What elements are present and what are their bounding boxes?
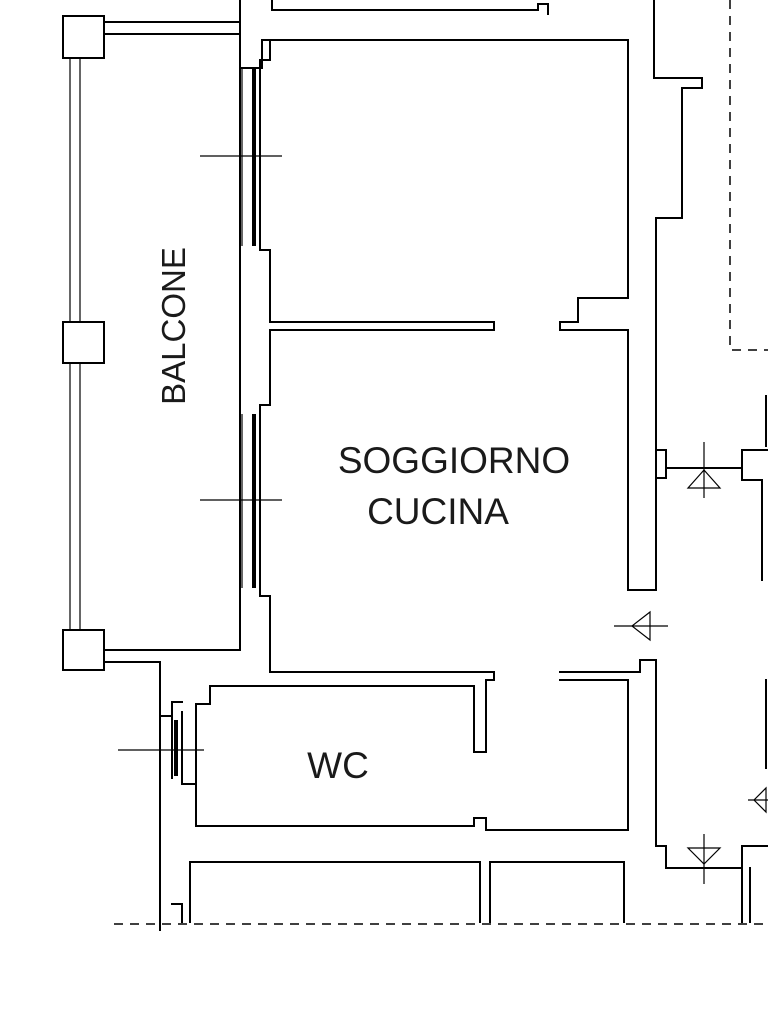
bottom-walls <box>171 845 768 923</box>
label-cucina: CUCINA <box>367 491 509 532</box>
label-wc: WC <box>307 745 369 786</box>
radiator-valve-2 <box>614 610 668 642</box>
column-top <box>62 15 105 59</box>
radiator-valve-1 <box>686 442 722 498</box>
living-room-walls <box>239 0 768 847</box>
radiator-valve-4 <box>748 786 768 814</box>
window-upper <box>200 68 282 246</box>
column-middle <box>62 321 105 364</box>
balcony <box>62 0 241 931</box>
label-balcone: BALCONE <box>155 247 192 405</box>
wc-walls <box>118 679 629 831</box>
column-bottom <box>62 629 105 671</box>
window-lower <box>200 414 282 588</box>
top-walls <box>271 0 703 451</box>
dashed-boundary <box>114 0 768 925</box>
radiator-valve-3 <box>686 834 722 884</box>
label-soggiorno: SOGGIORNO <box>338 440 570 481</box>
